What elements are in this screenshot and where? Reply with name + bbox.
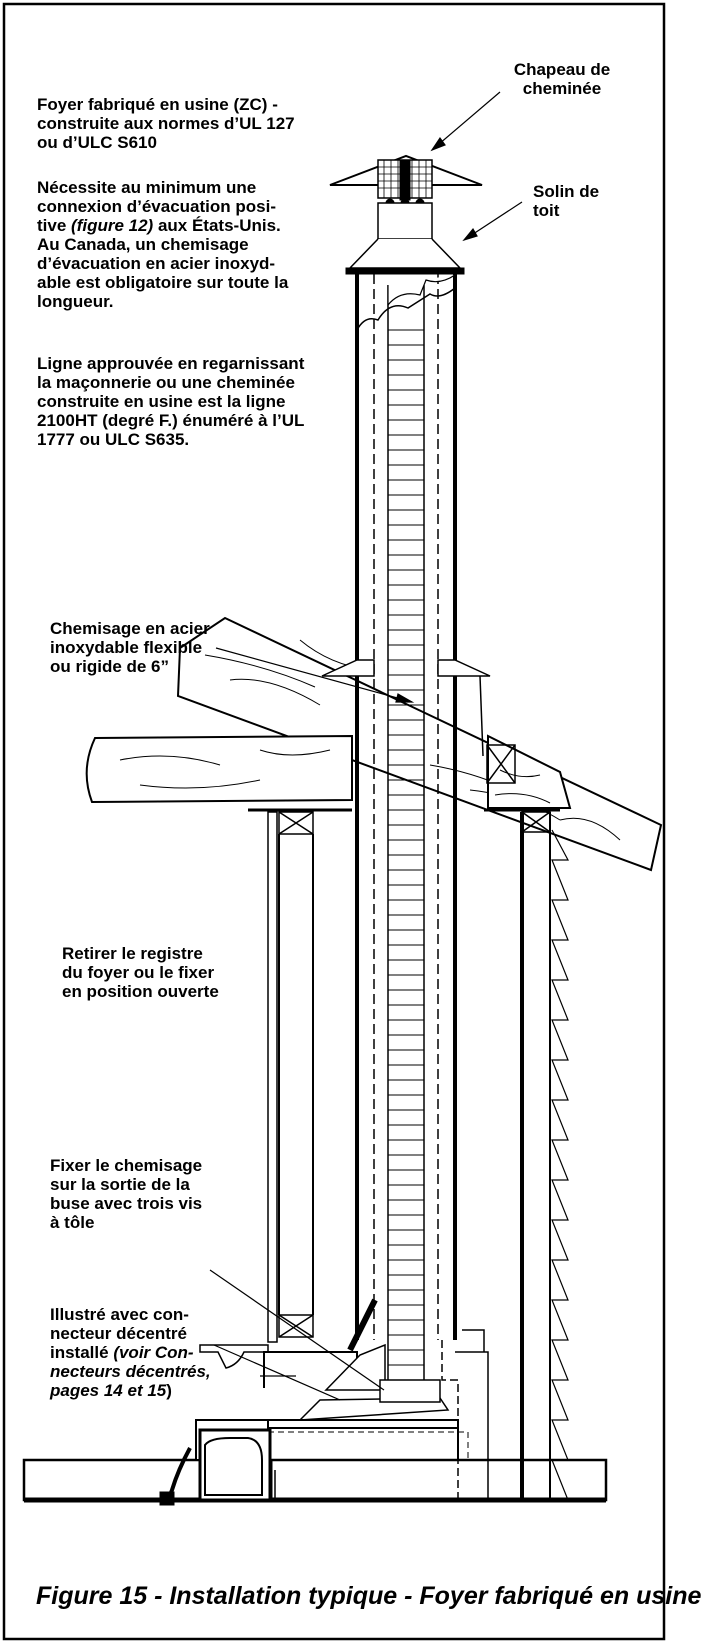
offset-text-a: Illustré avec con- necteur décentré inst… <box>50 1305 189 1362</box>
label-liner: Chemisage en acier inoxydable flexible o… <box>50 619 210 676</box>
figure-caption: Figure 15 - Installation typique - Foyer… <box>36 1582 701 1610</box>
offset-close: ) <box>166 1381 172 1400</box>
requirement-text-a: Nécessite au minimum une connexion d’éva… <box>37 178 276 235</box>
label-approved-line: Ligne approuvée en regarnissant la maçon… <box>37 354 305 449</box>
leader-lines <box>209 91 523 1401</box>
label-offset-connector: Illustré avec con- necteur décentré inst… <box>50 1305 211 1400</box>
roof-and-ceiling <box>85 616 663 872</box>
label-damper: Retirer le registre du foyer ou le fixer… <box>62 944 219 1001</box>
label-attach-liner: Fixer le chemisage sur la sortie de la b… <box>50 1156 203 1232</box>
requirement-figure-ref: (figure 12) <box>71 216 154 235</box>
label-evacuation-requirement: Nécessite au minimum une connexion d’éva… <box>37 178 288 311</box>
page-border <box>2 2 666 1641</box>
requirement-text-b: aux États-Unis. Au Canada, un chemisage … <box>37 216 289 311</box>
offset-ref: (voir Con- necteurs décentrés, <box>50 1343 211 1381</box>
zc-fireplace <box>159 1298 489 1506</box>
wall-framing <box>199 744 569 1501</box>
label-chimney-cap: Chapeau de cheminée <box>513 60 611 98</box>
stainless-liner <box>356 274 456 1410</box>
installation-diagram <box>22 91 663 1506</box>
label-zc-fireplace: Foyer fabriqué en usine (ZC) - construit… <box>37 95 295 152</box>
offset-pages: pages 14 et 15 <box>50 1381 167 1400</box>
chimney <box>321 154 491 1340</box>
label-roof-flashing: Solin de toit <box>533 182 600 220</box>
floor-slab <box>22 1458 608 1503</box>
